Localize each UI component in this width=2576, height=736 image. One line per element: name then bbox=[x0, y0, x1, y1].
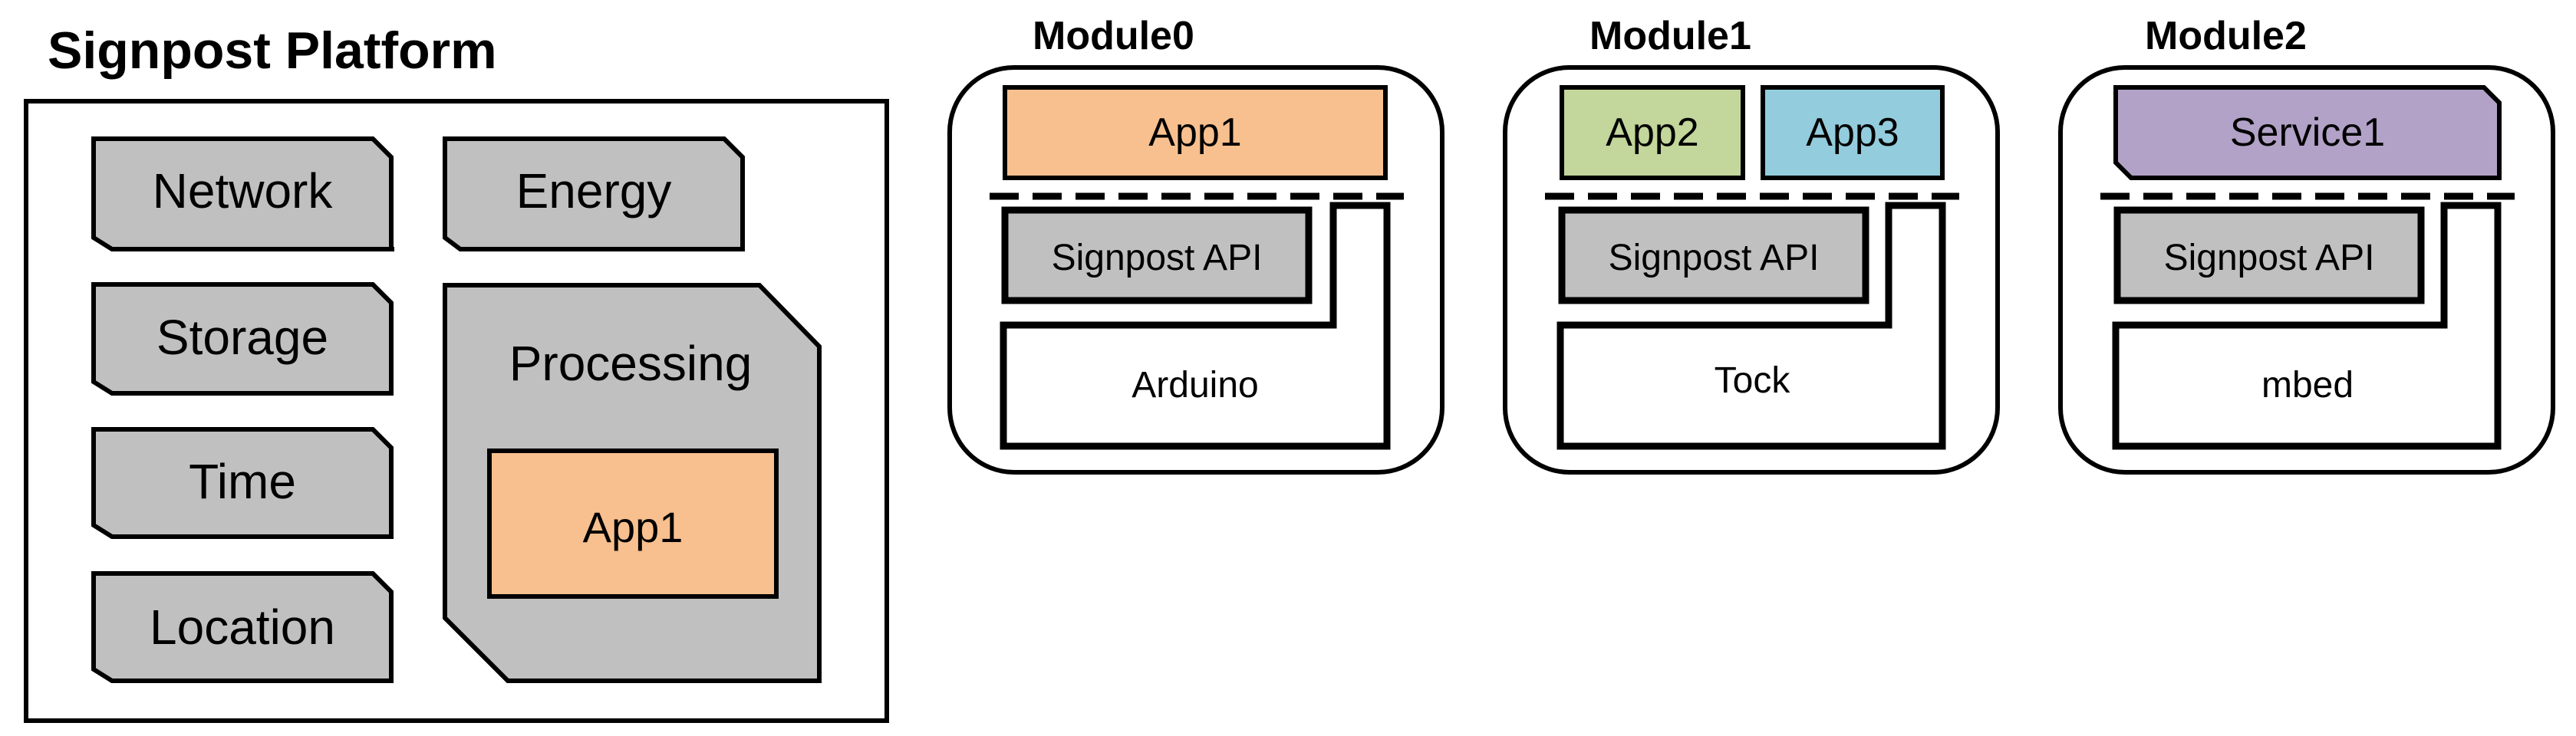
module-0: Module0 App1 Signpost API Arduino bbox=[947, 14, 1444, 475]
module2-os-label: mbed bbox=[2261, 365, 2354, 406]
module1-os-label: Tock bbox=[1715, 360, 1791, 401]
processing-block: Processing App1 bbox=[443, 283, 822, 683]
module-1: Module1 App2 App3 Signpost API Tock bbox=[1503, 14, 2000, 475]
module1-api-label: Signpost API bbox=[1609, 238, 1820, 278]
location-label: Location bbox=[150, 600, 335, 655]
service-network: Network bbox=[91, 136, 394, 251]
module0-title: Module0 bbox=[1033, 14, 1194, 58]
service-storage: Storage bbox=[91, 282, 394, 396]
service-location: Location bbox=[91, 571, 394, 683]
time-block bbox=[91, 427, 394, 539]
module0-os-box bbox=[1000, 202, 1391, 450]
network-block bbox=[91, 136, 394, 251]
time-label: Time bbox=[189, 454, 296, 509]
energy-block bbox=[443, 136, 745, 251]
module2-api bbox=[2113, 206, 2425, 304]
module2-api-label: Signpost API bbox=[2164, 238, 2375, 278]
module2-title: Module2 bbox=[2145, 14, 2307, 58]
network-label: Network bbox=[153, 163, 334, 219]
module1-app2 bbox=[1560, 85, 1745, 180]
module2-service1 bbox=[2113, 85, 2502, 180]
energy-label: Energy bbox=[516, 163, 672, 219]
module1-app2-label: App2 bbox=[1606, 110, 1698, 155]
module0-os-label: Arduino bbox=[1132, 365, 1258, 406]
module2-os-box bbox=[2112, 202, 2502, 450]
service-time: Time bbox=[91, 427, 394, 539]
processing-app-label: App1 bbox=[583, 503, 684, 551]
storage-label: Storage bbox=[156, 310, 328, 365]
module0-api-label: Signpost API bbox=[1052, 238, 1263, 278]
module1-app3 bbox=[1761, 85, 1945, 180]
processing-label: Processing bbox=[509, 336, 753, 391]
module1-api bbox=[1558, 206, 1869, 304]
module2-service1-label: Service1 bbox=[2230, 110, 2385, 155]
module0-app1 bbox=[1003, 85, 1388, 180]
module1-app3-label: App3 bbox=[1806, 110, 1899, 155]
platform-title: Signpost Platform bbox=[48, 21, 497, 80]
service-energy: Energy bbox=[443, 136, 745, 251]
module0-app1-label: App1 bbox=[1148, 110, 1241, 155]
module1-os-box bbox=[1556, 202, 1946, 450]
storage-block bbox=[91, 282, 394, 396]
location-block bbox=[91, 571, 394, 683]
module0-api bbox=[1001, 206, 1313, 304]
processing-app bbox=[487, 449, 779, 599]
module1-title: Module1 bbox=[1589, 14, 1751, 58]
module-2: Module2 Service1 Signpost API mbed bbox=[2058, 14, 2555, 475]
